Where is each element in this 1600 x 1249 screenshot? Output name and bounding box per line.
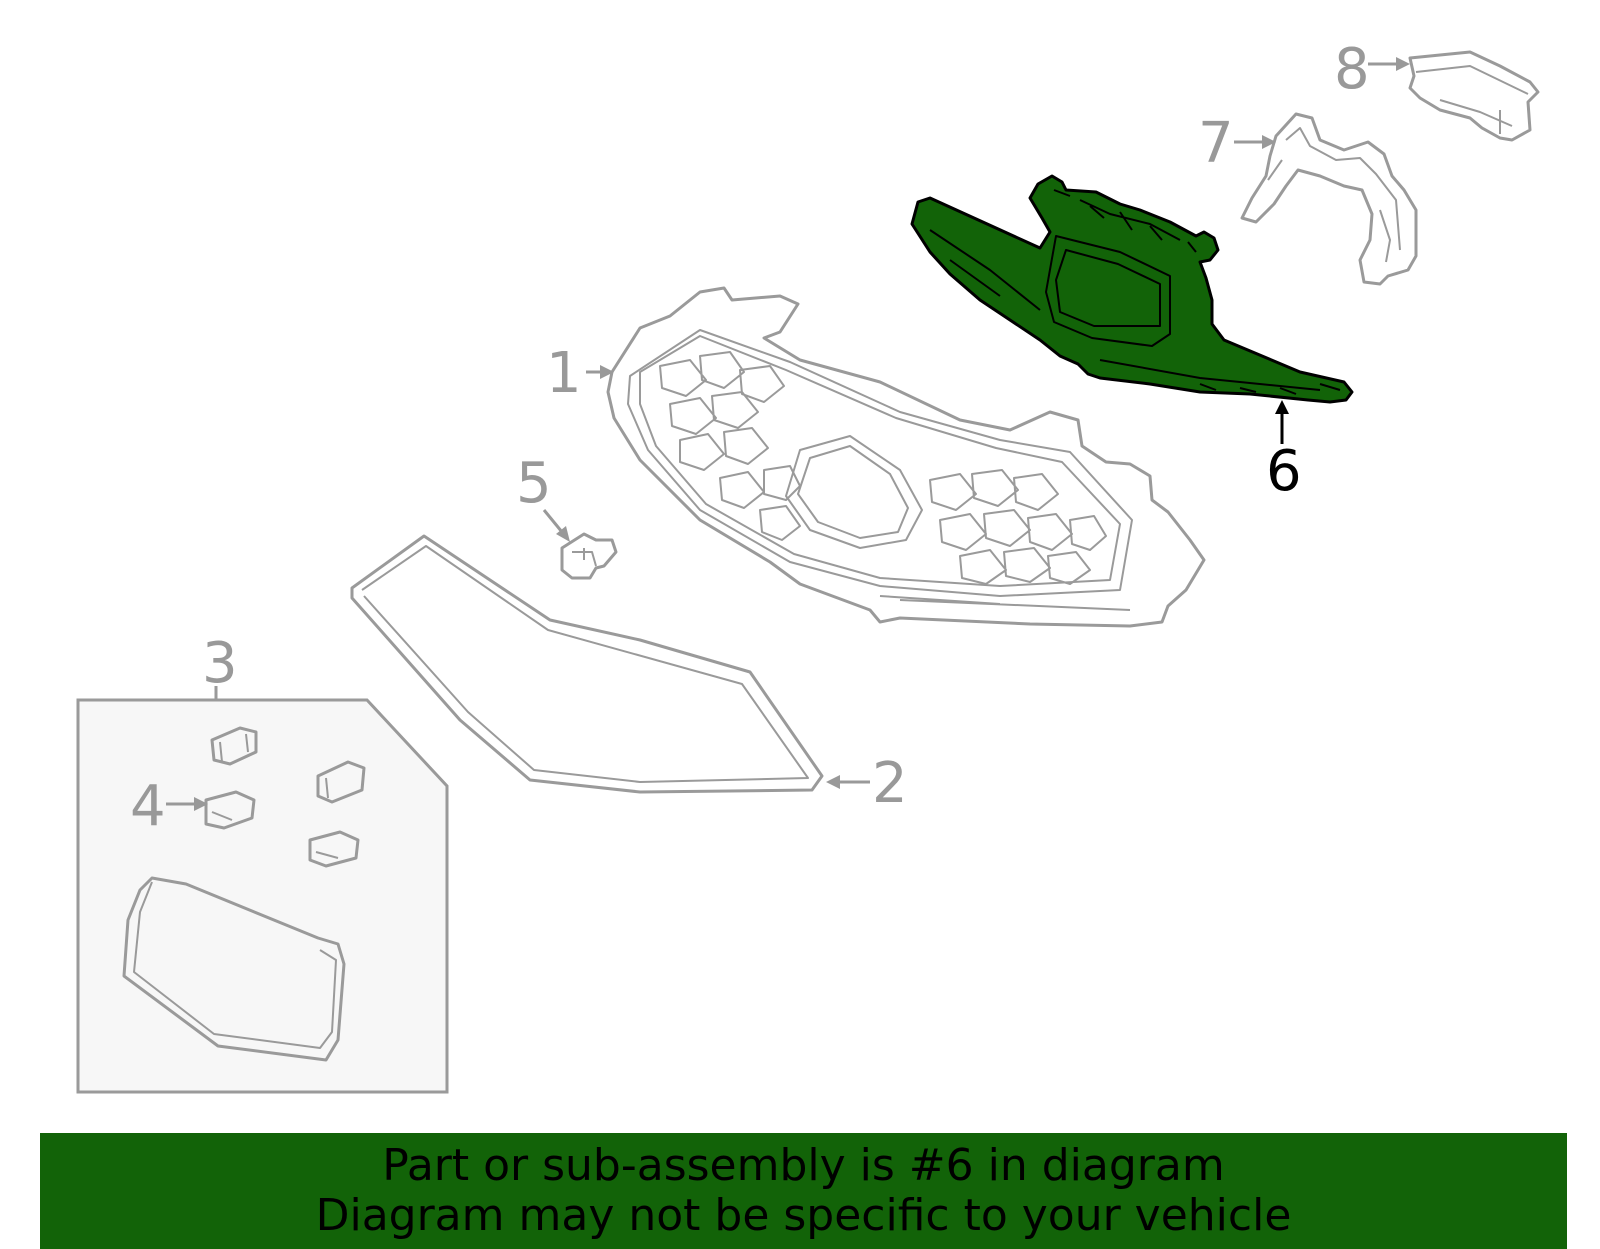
part-info-banner: Part or sub-assembly is #6 in diagram Di…	[40, 1133, 1567, 1249]
part-6-highlighted-bracket	[910, 174, 1354, 404]
callout-7: 7	[1198, 111, 1234, 176]
banner-line-1: Part or sub-assembly is #6 in diagram	[382, 1140, 1225, 1191]
banner-line-2: Diagram may not be specific to your vehi…	[315, 1190, 1292, 1241]
callout-2: 2	[872, 751, 908, 816]
callout-3: 3	[202, 631, 238, 696]
part-7-bracket	[1240, 112, 1418, 286]
callout-6: 6	[1266, 439, 1302, 504]
callout-arrows	[166, 57, 1410, 811]
callout-4: 4	[130, 774, 166, 839]
part-5-clip	[560, 532, 618, 580]
callout-5: 5	[516, 451, 552, 516]
part-3-lamp-lens	[122, 876, 346, 1062]
callout-8: 8	[1334, 37, 1370, 102]
part-2-surround-molding	[350, 534, 824, 794]
part-3-inset-box	[76, 686, 449, 1094]
part-8-duct	[1408, 50, 1540, 142]
part-3-clips	[204, 726, 366, 868]
callout-1: 1	[546, 341, 582, 406]
part-1-grille	[606, 286, 1206, 628]
